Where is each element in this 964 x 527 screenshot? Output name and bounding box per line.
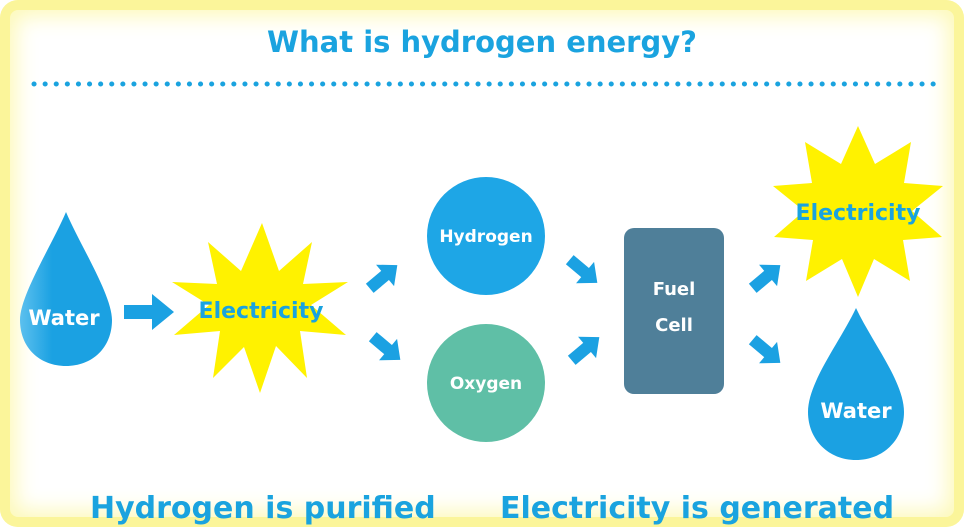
hydrogen-circle bbox=[427, 177, 545, 295]
arrow-right-icon bbox=[565, 255, 598, 284]
arrow-right-icon bbox=[124, 294, 174, 330]
page-title: What is hydrogen energy? bbox=[267, 25, 697, 59]
fuel-cell-box bbox=[624, 228, 724, 394]
arrow-right-icon bbox=[368, 332, 401, 361]
hydrogen-label: Hydrogen bbox=[439, 227, 532, 247]
oxygen-label: Oxygen bbox=[450, 374, 522, 394]
fuel-cell-label-line2: Cell bbox=[655, 315, 693, 336]
oxygen-circle bbox=[427, 324, 545, 442]
water-drop-icon bbox=[808, 308, 904, 460]
electricity-star-icon bbox=[773, 126, 943, 297]
fuel-cell-label-line1: Fuel bbox=[653, 279, 696, 300]
electricity-label-left: Electricity bbox=[199, 299, 324, 324]
caption-electricity-generated: Electricity is generated bbox=[500, 491, 895, 526]
arrow-right-icon bbox=[365, 264, 398, 293]
water-drop-icon bbox=[20, 212, 112, 366]
electricity-star-icon bbox=[172, 223, 348, 393]
water-label-right: Water bbox=[820, 399, 892, 423]
arrow-right-icon bbox=[567, 336, 600, 365]
caption-hydrogen-purified: Hydrogen is purified bbox=[90, 491, 436, 526]
water-label-left: Water bbox=[28, 306, 100, 330]
arrow-right-icon bbox=[748, 335, 781, 364]
electricity-label-right: Electricity bbox=[796, 201, 921, 226]
arrow-right-icon bbox=[748, 264, 781, 293]
